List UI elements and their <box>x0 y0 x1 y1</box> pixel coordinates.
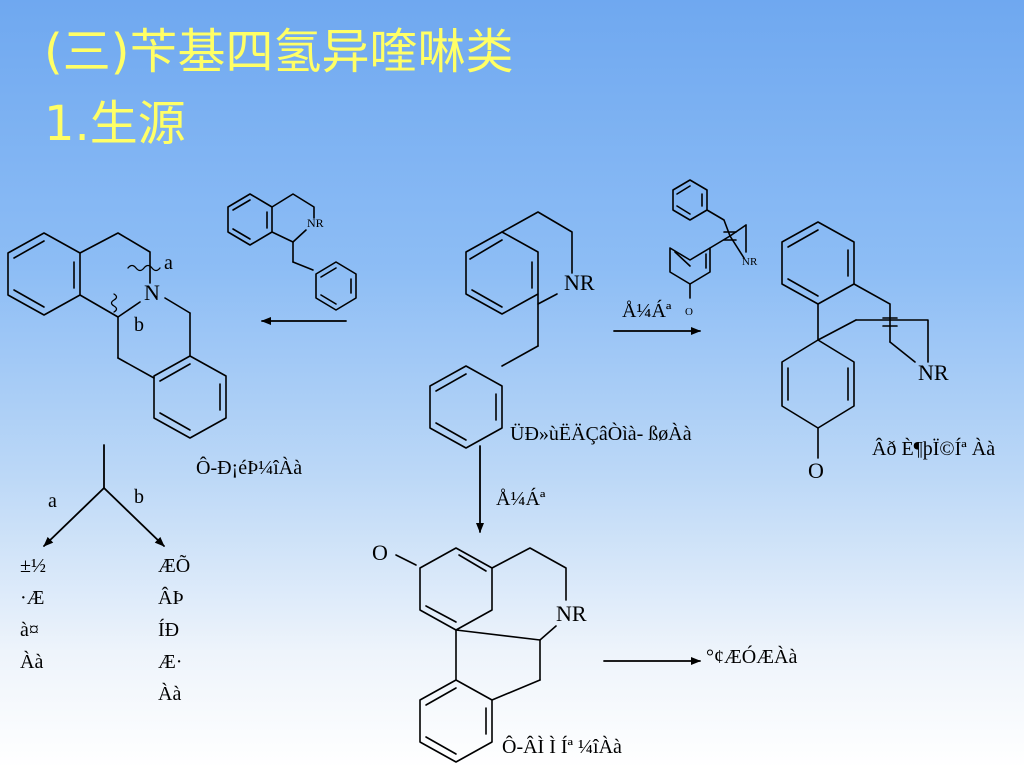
proaporphine-nr-label: NR <box>556 601 587 626</box>
protoberberine-n-label: N <box>144 280 160 305</box>
proaporphine-caption: Ô-ÂÌ Ì Íª ¼îÀà <box>502 736 622 758</box>
branch-a-line: ·Æ <box>20 587 45 609</box>
aporphine-caption: °¢ÆÓÆÀà <box>706 646 798 668</box>
slide-title: (三)苄基四氢异喹啉类 <box>44 24 514 80</box>
branch-b-line: Àà <box>158 683 182 705</box>
branch-b-product-caption: ÆÕ ÂÞ ÍÐ Æ· Àà <box>158 550 190 710</box>
protoberberine-caption: Ô-Ð¡éÞ¼îÀà <box>196 457 303 479</box>
benzylisoquinoline-caption: ÜÐ»ùËÄÇâÒìà- ßøÀà <box>510 423 692 445</box>
protoberberine-structure <box>7 232 227 439</box>
reaction-arrows <box>43 317 701 665</box>
branch-b-line: ÍÐ <box>158 619 180 641</box>
bond-b-label: b <box>134 314 144 336</box>
center-nr-label: NR <box>564 270 595 295</box>
spiro-dienone-intermediate-structure <box>669 179 747 299</box>
morphinandienone-structure <box>781 221 929 459</box>
branch-b-line: ÆÕ <box>158 555 191 577</box>
bond-a-label: a <box>164 252 173 274</box>
morphinan-nr-label: NR <box>918 360 949 385</box>
branch-b-label: b <box>134 486 144 508</box>
branch-a-line: Àà <box>20 651 44 673</box>
coupling-label-down: Å¼Áª <box>496 488 546 510</box>
branch-b-line: Æ· <box>158 651 183 673</box>
intermediate-o-label: O <box>685 306 693 318</box>
small-benzylisoquinoline-structure <box>227 193 357 311</box>
small-nr-label: NR <box>307 216 324 230</box>
branch-b-line: ÂÞ <box>158 587 184 609</box>
branch-a-product-caption: ±½ ·Æ à¤ Àà <box>20 550 46 678</box>
slide-subtitle: 1.生源 <box>44 96 186 152</box>
branch-a-line: à¤ <box>20 619 39 641</box>
proaporphine-structure <box>395 547 567 763</box>
morphinan-caption: Âð È¶þÏ©Íª Àà <box>872 438 996 460</box>
intermediate-nr-label: NR <box>742 256 758 268</box>
branch-a-line: ±½ <box>20 555 46 577</box>
coupling-label-top: Å¼Áª <box>622 300 672 322</box>
proaporphine-o-label: O <box>372 540 388 565</box>
benzyltetrahydroisoquinoline-structure <box>429 211 573 449</box>
branch-a-label: a <box>48 490 57 512</box>
morphinan-o-label: O <box>808 458 824 483</box>
